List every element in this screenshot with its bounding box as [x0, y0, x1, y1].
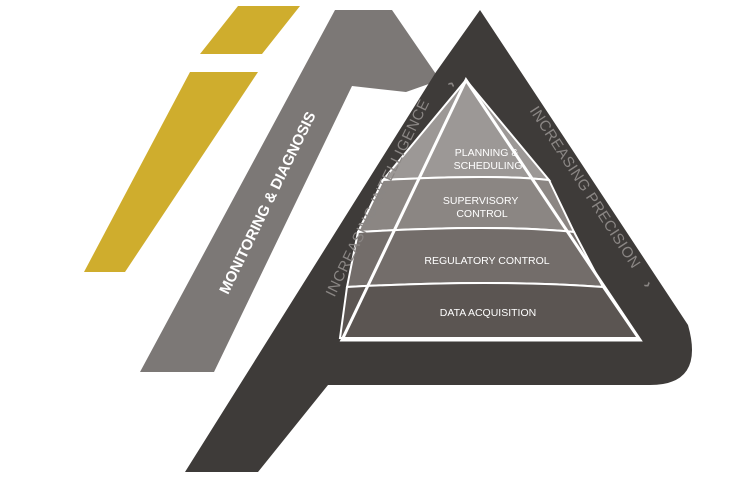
monitoring-band — [140, 10, 440, 372]
pyramid-label-supervisory: SUPERVISORY CONTROL — [443, 195, 521, 220]
pyramid-label-planning: PLANNING & SCHEDULING — [454, 147, 523, 172]
pyramid: PLANNING & SCHEDULING SUPERVISORY CONTRO… — [338, 76, 643, 342]
intelligence-chevron-icon: › — [442, 78, 459, 90]
pyramid-label-regulatory: REGULATORY CONTROL — [424, 255, 549, 267]
gold-i-dot — [200, 6, 300, 54]
pyramid-outline — [339, 76, 643, 342]
gold-i-stem — [84, 72, 258, 272]
pyramid-label-data: DATA ACQUISITION — [440, 307, 536, 319]
outer-triangle — [185, 10, 693, 472]
